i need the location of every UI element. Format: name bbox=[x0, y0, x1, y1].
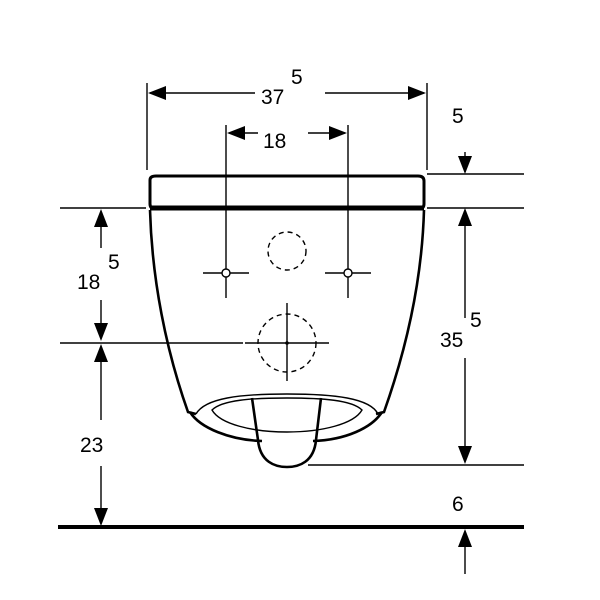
flush-opening-circle bbox=[267, 231, 307, 271]
bowl-right-side bbox=[375, 209, 426, 416]
bowl-rim-right bbox=[312, 411, 384, 443]
fixing-spacing-dimension: 18 bbox=[225, 125, 349, 298]
toilet-seat-lid bbox=[148, 174, 426, 211]
drain-center-dot bbox=[285, 341, 289, 345]
fixing-height-value: 18 bbox=[77, 271, 100, 294]
bowl-left-side bbox=[148, 209, 197, 416]
bowl-height-value-sup: 5 bbox=[470, 309, 482, 332]
fixing-arrow-right bbox=[329, 126, 347, 140]
bowl-rim-left bbox=[188, 411, 263, 443]
fixing-point-right bbox=[325, 268, 371, 278]
drain-height-arrow-down bbox=[94, 508, 108, 526]
outlet-trap bbox=[250, 397, 323, 469]
toilet-body bbox=[148, 174, 426, 469]
floor-offset-arrow-up bbox=[458, 529, 472, 547]
floor-offset-value: 6 bbox=[452, 493, 464, 516]
fixing-point-left bbox=[203, 268, 249, 278]
lid-thickness-dimension: 5 bbox=[427, 105, 524, 226]
lid-arrow-up bbox=[458, 208, 472, 226]
drain-height-value: 23 bbox=[80, 434, 103, 457]
lid-arrow-down bbox=[458, 156, 472, 174]
fixing-spacing-value: 18 bbox=[263, 130, 286, 153]
drain-height-arrow-up bbox=[94, 344, 108, 362]
width-arrow-left bbox=[148, 86, 166, 100]
width-value: 37 bbox=[261, 86, 284, 109]
fixing-height-dimension: 18 5 bbox=[77, 209, 120, 341]
bowl-inner-ellipse bbox=[211, 397, 363, 433]
fixing-height-value-sup: 5 bbox=[108, 251, 120, 274]
floor-offset-dimension: 6 bbox=[452, 493, 472, 574]
drain-height-dimension: 23 bbox=[80, 344, 108, 526]
fixing-height-arrow-up bbox=[94, 209, 108, 227]
bowl-height-value: 35 bbox=[440, 329, 463, 352]
bowl-rim-top bbox=[195, 393, 379, 415]
fixing-height-arrow-down bbox=[94, 323, 108, 341]
width-arrow-right bbox=[408, 86, 426, 100]
overall-width-dimension: 37 5 bbox=[146, 66, 428, 170]
bowl-height-arrow-down bbox=[458, 446, 472, 464]
lid-thickness-value: 5 bbox=[452, 105, 464, 128]
fixing-arrow-left bbox=[227, 126, 245, 140]
bowl-height-dimension: 35 5 bbox=[308, 226, 524, 466]
width-value-sup: 5 bbox=[291, 66, 303, 89]
